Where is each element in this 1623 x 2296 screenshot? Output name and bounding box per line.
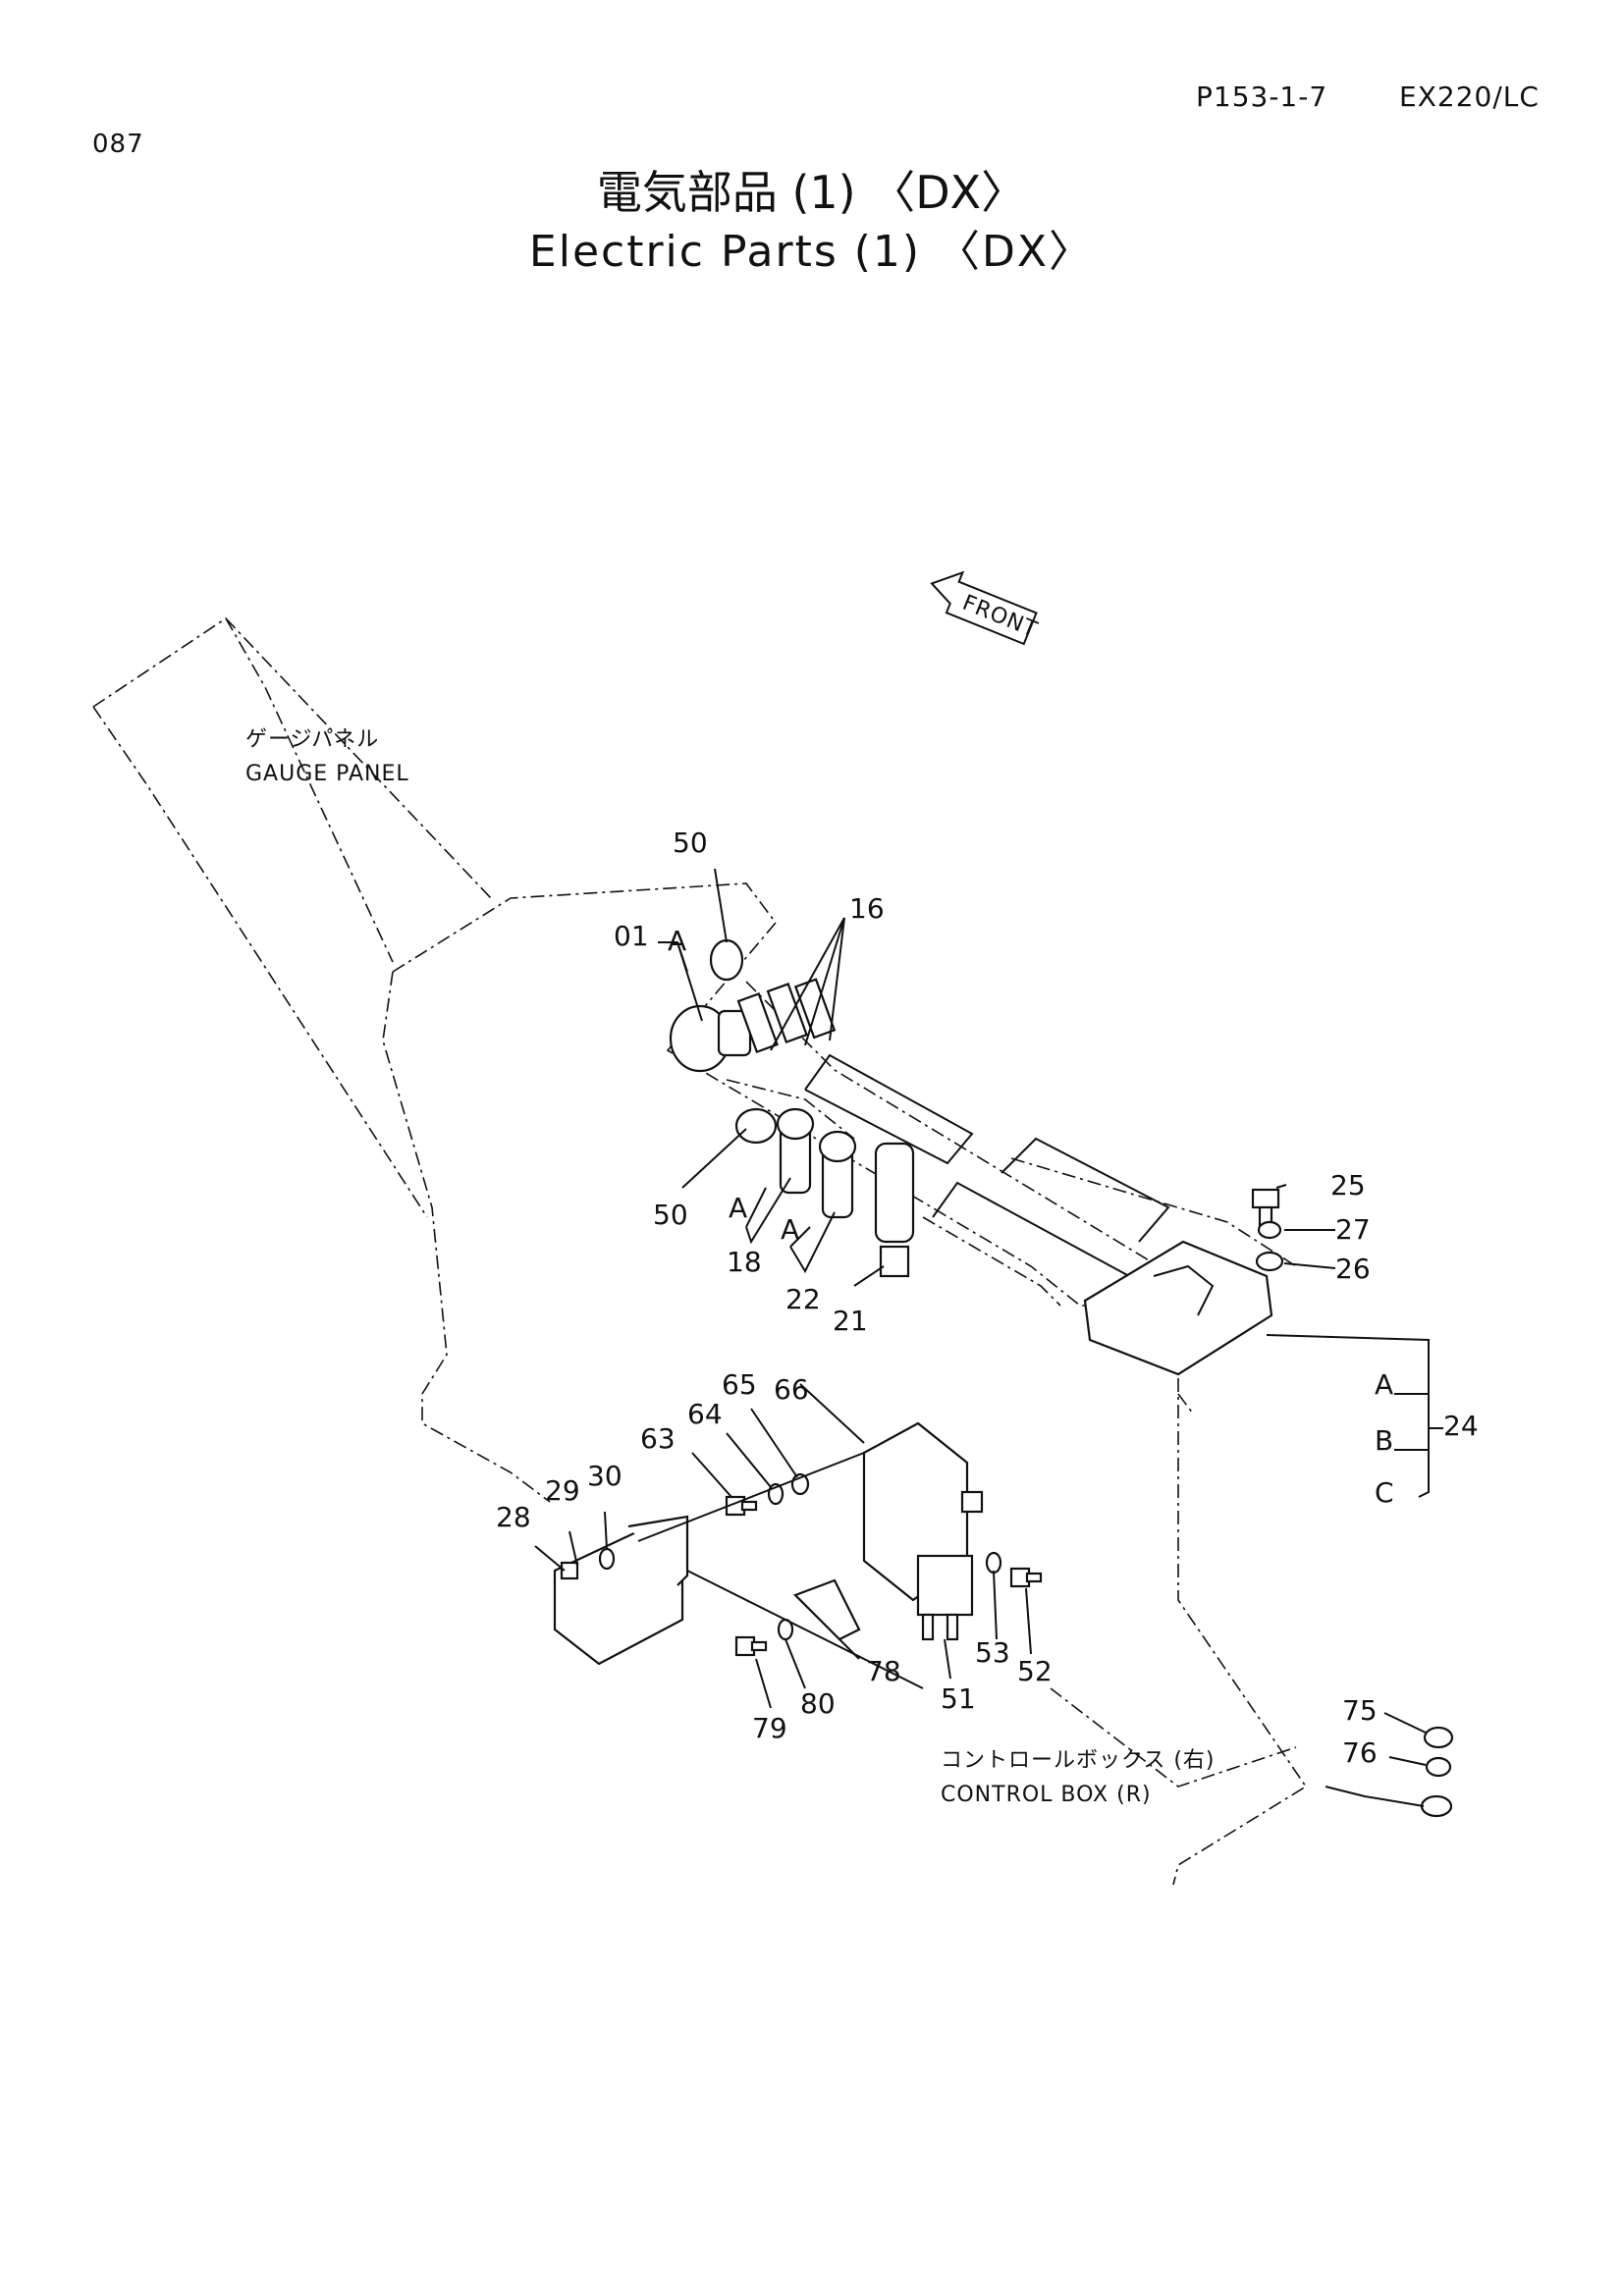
label-51: 51 — [941, 1682, 976, 1715]
relay-28 — [553, 1515, 689, 1666]
label-27: 27 — [1335, 1213, 1371, 1246]
label-16: 16 — [849, 892, 885, 925]
label-78: 78 — [866, 1655, 901, 1687]
part-labels: 50 16 01 A 50 A 18 A 22 21 25 27 26 A 24… — [496, 827, 1479, 1769]
label-29: 29 — [545, 1474, 580, 1507]
label-65: 65 — [722, 1368, 757, 1401]
ground-terminal — [1325, 1786, 1453, 1818]
title-japanese: 電気部品 (1) 〈DX〉 — [596, 166, 1027, 219]
gauge-panel-outline — [92, 616, 1308, 1886]
label-26: 26 — [1335, 1253, 1371, 1285]
marker-a-1: A — [668, 925, 686, 957]
washer-27 — [1257, 1220, 1282, 1240]
gauge-panel-label-en: GAUGE PANEL — [245, 762, 409, 786]
label-80: 80 — [800, 1687, 836, 1720]
switch-01 — [669, 1004, 752, 1073]
reference-code: P153-1-7 — [1196, 80, 1328, 113]
marker-a-3: A — [781, 1213, 799, 1246]
label-22: 22 — [785, 1283, 821, 1315]
gauge-panel-label-ja: ゲージパネル — [245, 727, 379, 752]
label-63: 63 — [640, 1422, 676, 1455]
label-76: 76 — [1342, 1736, 1378, 1769]
label-66: 66 — [774, 1373, 809, 1406]
connector-16 — [736, 978, 837, 1054]
label-18: 18 — [727, 1246, 762, 1278]
washer-26 — [1255, 1251, 1284, 1272]
relay-51 — [916, 1554, 974, 1641]
label-50-bottom: 50 — [653, 1199, 688, 1231]
label-28: 28 — [496, 1501, 531, 1533]
knob-18 — [776, 1107, 815, 1195]
label-50-top: 50 — [673, 827, 708, 859]
marker-b-24: B — [1375, 1424, 1393, 1457]
screw-29 — [560, 1561, 579, 1580]
label-64: 64 — [687, 1398, 723, 1430]
control-box-24 — [1083, 1240, 1273, 1376]
label-21: 21 — [833, 1305, 868, 1337]
screw-79 — [734, 1635, 768, 1657]
slot-panel — [804, 1053, 1170, 1277]
washer-53 — [985, 1551, 1002, 1575]
label-25: 25 — [1330, 1169, 1366, 1201]
washer-76 — [1425, 1756, 1452, 1778]
label-01: 01 — [614, 920, 649, 952]
cap-50-top — [709, 938, 744, 982]
label-24: 24 — [1443, 1410, 1479, 1442]
label-53: 53 — [975, 1636, 1010, 1669]
label-52: 52 — [1017, 1655, 1053, 1687]
screw-52 — [1009, 1567, 1043, 1588]
switch-21 — [874, 1142, 915, 1278]
washer-30 — [598, 1547, 616, 1571]
knob-22 — [818, 1130, 857, 1219]
marker-a-2: A — [729, 1192, 747, 1224]
model-name: EX220/LC — [1399, 80, 1540, 113]
label-30: 30 — [587, 1460, 622, 1492]
nut-75 — [1423, 1726, 1454, 1749]
marker-a-24: A — [1375, 1368, 1393, 1401]
control-box-label-ja: コントロールボックス (右) — [941, 1748, 1216, 1773]
leader-lines — [534, 868, 1443, 1766]
label-79: 79 — [752, 1712, 787, 1744]
bracket-78 — [793, 1578, 861, 1641]
title-english: Electric Parts (1) 〈DX〉 — [528, 227, 1095, 277]
cap-50-bottom — [734, 1107, 778, 1145]
front-arrow: FRONT — [930, 570, 1041, 646]
page-code: 087 — [92, 130, 144, 159]
label-75: 75 — [1342, 1694, 1378, 1727]
marker-c-24: C — [1375, 1476, 1394, 1509]
control-box-label-en: CONTROL BOX (R) — [941, 1783, 1152, 1807]
